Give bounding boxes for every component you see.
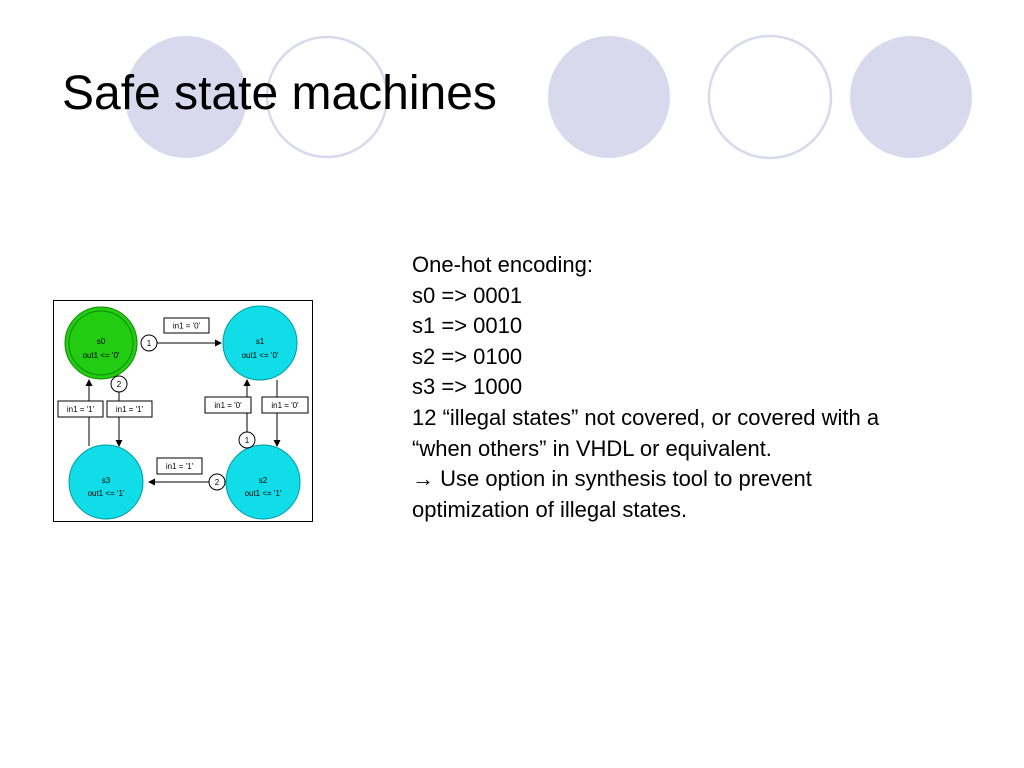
- priority-badge: 2: [110, 375, 128, 393]
- decor-circle-filled-1: [125, 36, 247, 158]
- decor-circle-filled-2: [548, 36, 670, 158]
- condition-label: in1 = '0': [261, 396, 309, 414]
- svg-text:1: 1: [147, 339, 152, 348]
- decor-circle-ring-1: [265, 35, 389, 159]
- priority-badge: 1: [140, 334, 158, 352]
- condition-label: in1 = '1': [106, 400, 153, 418]
- priority-badge: 1: [238, 431, 256, 449]
- state-s2: s2 out1 <= '1': [225, 444, 301, 520]
- svg-text:in1 = '0': in1 = '0': [214, 401, 242, 410]
- body-text: One-hot encoding: s0 => 0001 s1 => 0010 …: [412, 250, 982, 525]
- svg-text:1: 1: [245, 436, 250, 445]
- priority-badge: 2: [208, 473, 226, 491]
- decor-circle-ring-2: [707, 34, 833, 160]
- condition-label: in1 = '1': [156, 457, 203, 475]
- text-line: “when others” in VHDL or equivalent.: [412, 435, 772, 461]
- svg-text:in1 = '1': in1 = '1': [67, 405, 95, 414]
- text-line: s3 => 1000: [412, 374, 523, 400]
- state-s0: s0 out1 <= '0': [64, 306, 138, 380]
- state-name: s0: [97, 337, 106, 346]
- condition-label: in1 = '0': [163, 317, 210, 334]
- state-s3: s3 out1 <= '1': [68, 444, 144, 520]
- decor-circle-filled-3: [850, 36, 972, 158]
- text-line: s2 => 0100: [412, 343, 523, 369]
- state-action: out1 <= '1': [88, 489, 125, 498]
- state-diagram-svg: s0 out1 <= '0' s1 out1 <= '0' s3 out1 <=…: [53, 300, 313, 522]
- decorative-circles: [125, 34, 972, 160]
- svg-text:2: 2: [117, 380, 122, 389]
- text-line: s0 => 0001: [412, 282, 523, 308]
- slide-title: Safe state machines: [62, 67, 497, 120]
- state-action: out1 <= '1': [245, 489, 282, 498]
- state-diagram: s0 out1 <= '0' s1 out1 <= '0' s3 out1 <=…: [53, 300, 313, 522]
- text-line: 12 “illegal states” not covered, or cove…: [412, 404, 880, 430]
- svg-text:in1 = '1': in1 = '1': [166, 462, 194, 471]
- state-name: s2: [259, 476, 268, 485]
- text-line: optimization of illegal states.: [412, 496, 688, 522]
- text-line: s1 => 0010: [412, 313, 523, 339]
- svg-text:in1 = '0': in1 = '0': [271, 401, 299, 410]
- state-s1: s1 out1 <= '0': [222, 305, 298, 381]
- text-line: → Use option in synthesis tool to preven…: [412, 466, 812, 492]
- condition-label: in1 = '1': [57, 400, 104, 418]
- condition-label: in1 = '0': [204, 396, 252, 414]
- text-line: One-hot encoding:: [412, 252, 594, 277]
- svg-text:in1 = '1': in1 = '1': [116, 405, 144, 414]
- state-name: s1: [256, 337, 265, 346]
- state-action: out1 <= '0': [242, 351, 279, 360]
- state-action: out1 <= '0': [83, 351, 120, 360]
- state-name: s3: [102, 476, 111, 485]
- svg-text:in1 = '0': in1 = '0': [173, 322, 201, 331]
- svg-text:2: 2: [215, 478, 220, 487]
